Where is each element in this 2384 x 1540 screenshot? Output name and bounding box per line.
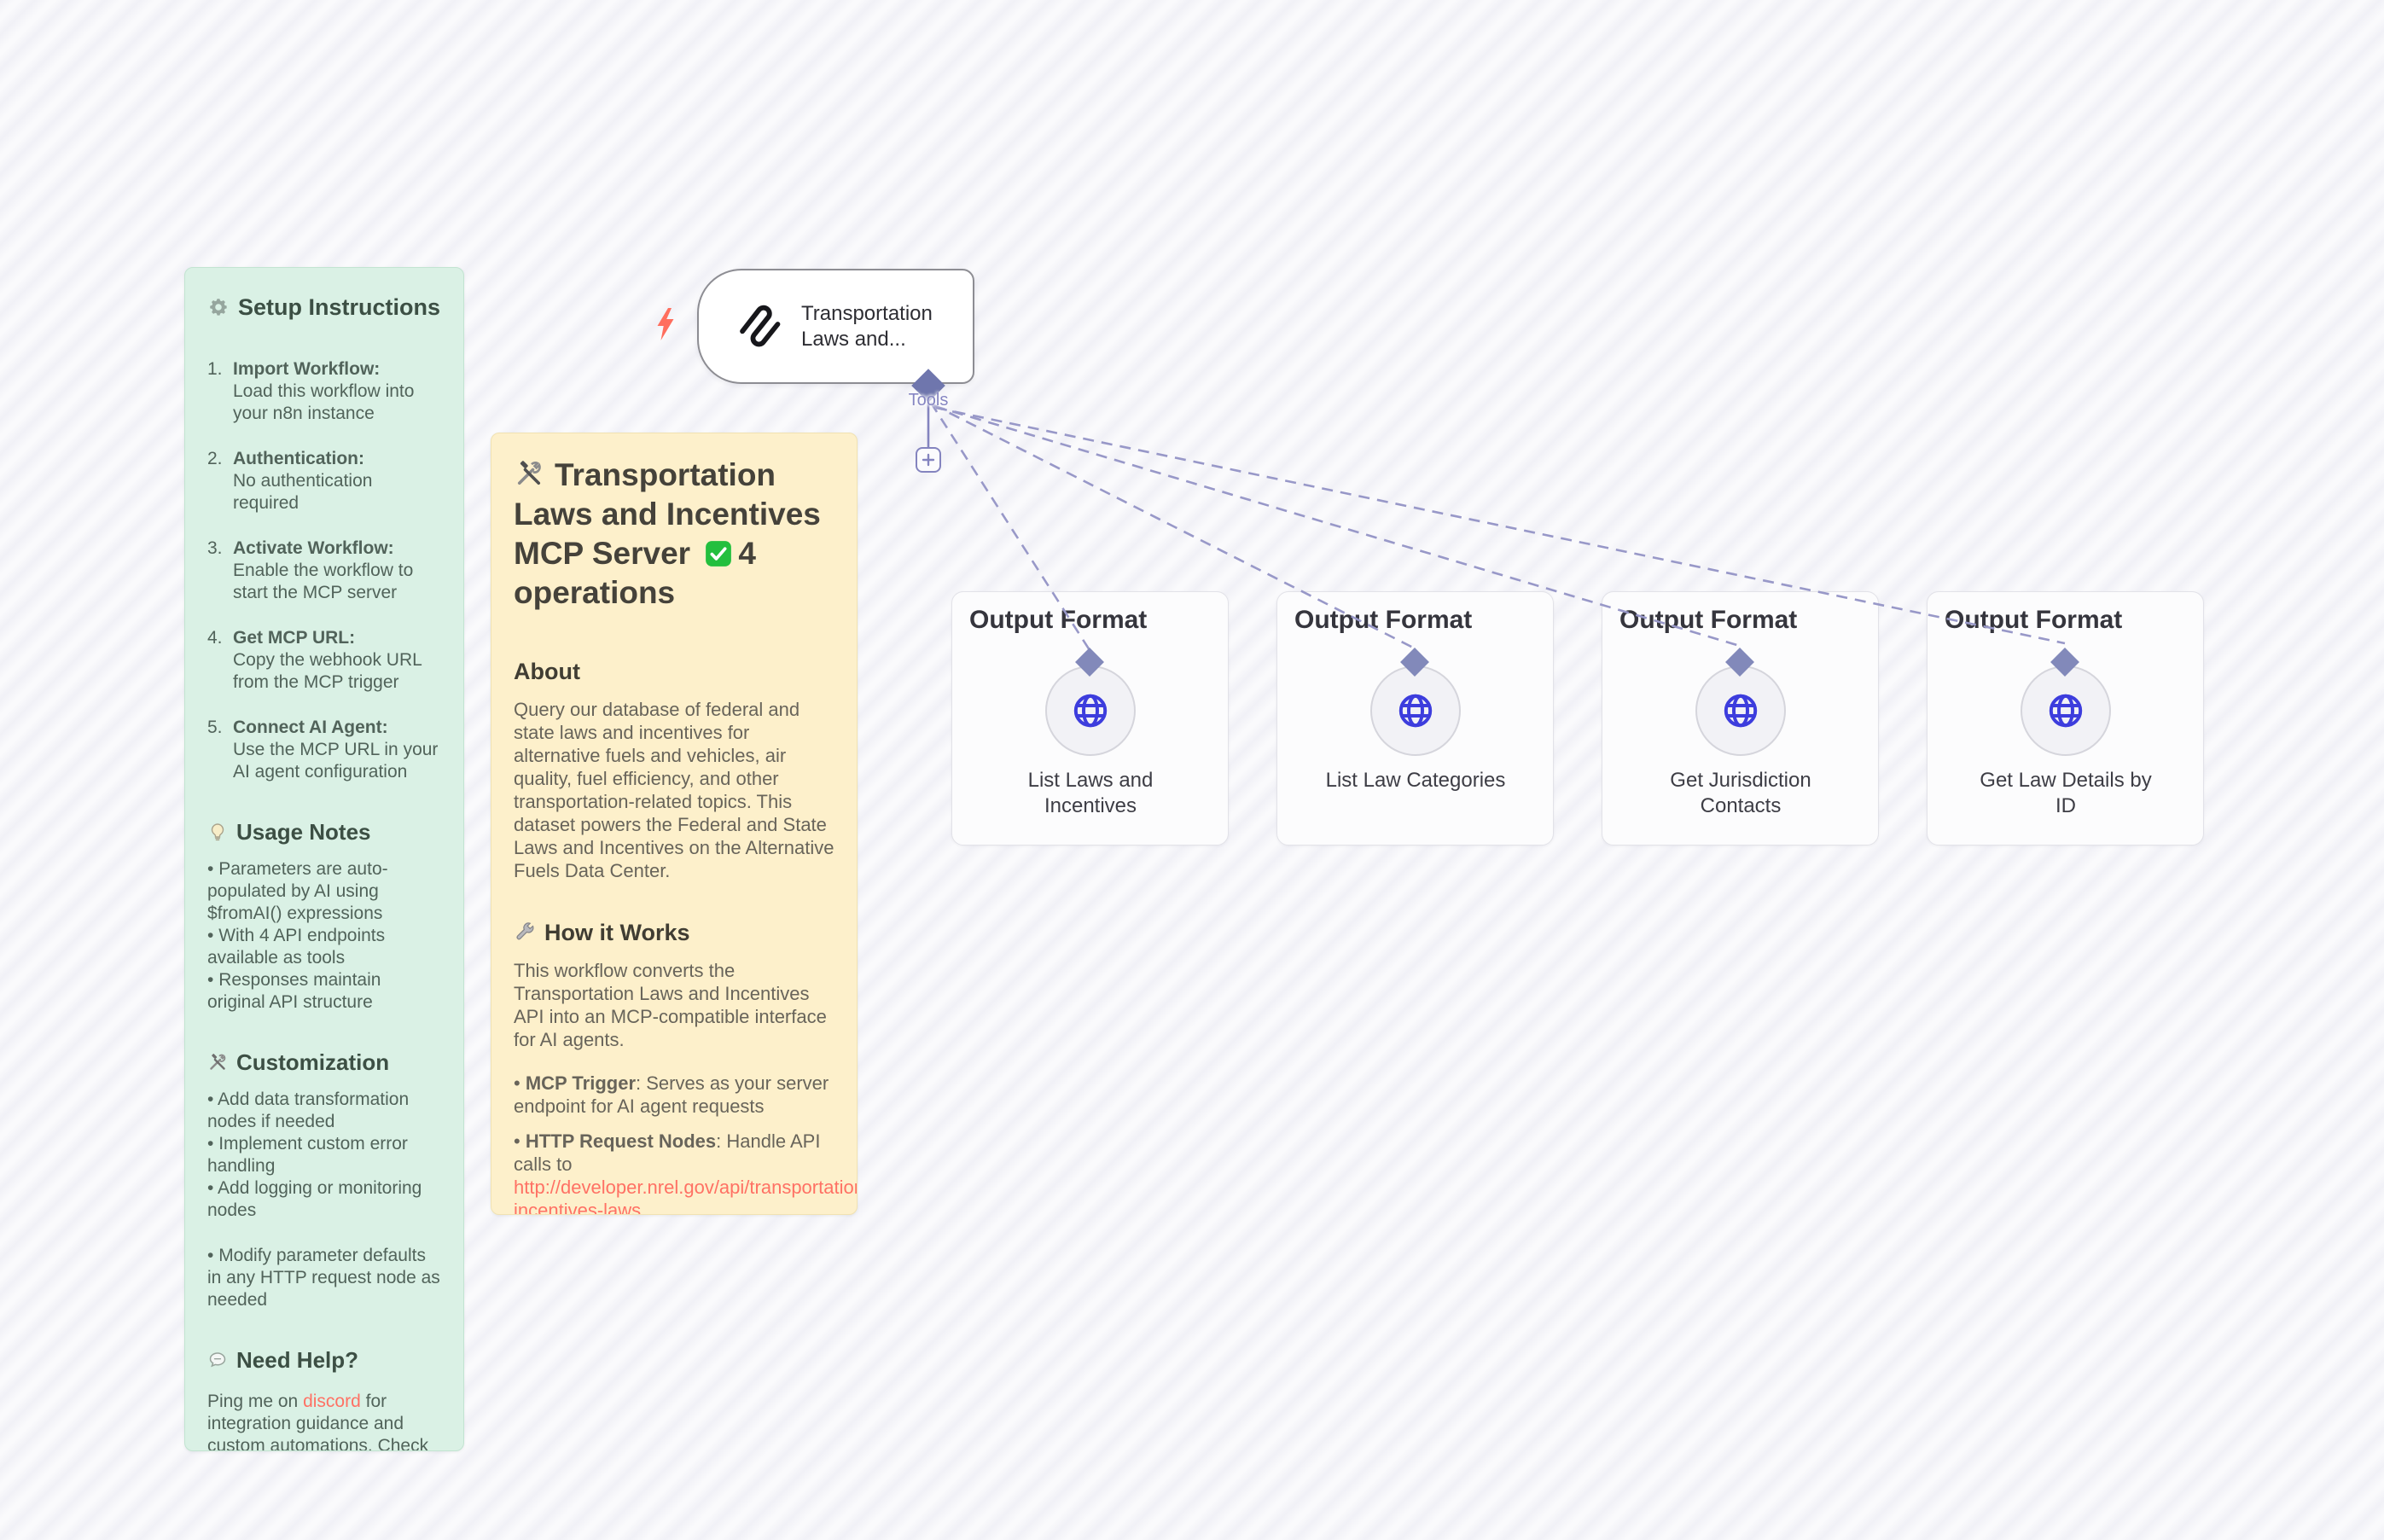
globe-icon [1073, 694, 1108, 728]
globe-icon [1398, 694, 1433, 728]
output-node-label: Get Law Details by ID [1980, 769, 2152, 817]
overview-note[interactable]: Transportation Laws and Incentives MCP S… [491, 433, 858, 1215]
trigger-node-label: Transportation Laws and... [801, 301, 933, 351]
output-node-list-categories[interactable]: Output Format List Law Categories [1276, 591, 1554, 846]
output-card-heading: Output Format [1619, 606, 1798, 634]
usage-bullet: Parameters are auto-populated by AI usin… [207, 858, 441, 925]
setup-instructions-note[interactable]: Setup Instructions 1. Import Workflow: L… [184, 267, 464, 1451]
setup-note-title: Setup Instructions [207, 293, 441, 321]
lightbulb-icon [207, 822, 228, 842]
overview-note-title: Transportation Laws and Incentives MCP S… [514, 457, 821, 610]
output-card-heading: Output Format [969, 606, 1148, 634]
setup-step-1: 1. Import Workflow: Load this workflow i… [207, 359, 415, 423]
usage-bullet: With 4 API endpoints available as tools [207, 925, 441, 969]
output-node-law-details[interactable]: Output Format Get Law Details by ID [1927, 591, 2204, 846]
setup-step-5: 5. Connect AI Agent: Use the MCP URL in … [207, 718, 439, 782]
setup-note-title-text: Setup Instructions [238, 294, 441, 320]
nrel-api-link[interactable]: http://developer.nrel.gov/api/transporta… [514, 1177, 858, 1215]
tools-port-label: Tools [908, 391, 949, 410]
customization-heading: Customization [207, 1049, 441, 1075]
gear-icon [207, 296, 230, 318]
globe-icon [1724, 694, 1758, 728]
add-tool-button[interactable] [916, 447, 941, 473]
http-tool-node[interactable] [2021, 665, 2111, 756]
usage-bullet: Responses maintain original API structur… [207, 969, 441, 1014]
hiw-bullet-mcp-trigger: MCP Trigger: Serves as your server endpo… [514, 1072, 834, 1118]
usage-notes-heading: Usage Notes [207, 819, 441, 845]
output-node-jurisdiction-contacts[interactable]: Output Format Get Jurisdiction Contacts [1602, 591, 1879, 846]
speech-balloon-icon [207, 1350, 228, 1370]
wrench-icon [514, 921, 536, 944]
customization-bullet: Add logging or monitoring nodes [207, 1177, 441, 1222]
customization-bullet: Implement custom error handling [207, 1133, 441, 1177]
about-text: Query our database of federal and state … [514, 699, 834, 881]
globe-icon [2049, 694, 2083, 728]
output-node-label: List Laws and Incentives [1027, 769, 1154, 817]
trigger-bolt-icon [655, 307, 676, 346]
hammer-wrench-icon [514, 458, 544, 489]
output-node-label: List Law Categories [1325, 769, 1506, 792]
customization-bullet: Modify parameter defaults in any HTTP re… [207, 1245, 441, 1311]
discord-link[interactable]: discord [303, 1392, 361, 1411]
mcp-logo-icon [733, 299, 782, 353]
hiw-bullet-http-request: HTTP Request Nodes: Handle API calls to … [514, 1130, 857, 1214]
setup-step-3: 3. Activate Workflow: Enable the workflo… [207, 538, 414, 602]
http-tool-node[interactable] [1370, 665, 1461, 756]
setup-step-4: 4. Get MCP URL: Copy the webhook URL fro… [207, 628, 422, 692]
output-node-list-laws[interactable]: Output Format List Laws and Incentives [951, 591, 1229, 846]
output-card-heading: Output Format [1294, 606, 1473, 634]
about-heading: About [514, 659, 580, 684]
http-tool-node[interactable] [1695, 665, 1786, 756]
plus-icon [922, 453, 935, 467]
how-it-works-intro: This workflow converts the Transportatio… [514, 960, 827, 1050]
customization-bullet: Add data transformation nodes if needed [207, 1089, 441, 1133]
mcp-trigger-node[interactable]: Transportation Laws and... [697, 269, 974, 384]
output-node-label: Get Jurisdiction Contacts [1670, 769, 1811, 817]
how-it-works-heading: How it Works [514, 920, 834, 945]
http-tool-node[interactable] [1045, 665, 1136, 756]
check-mark-icon [704, 539, 733, 568]
need-help-paragraph: Ping me on discord for integration guida… [207, 1392, 429, 1451]
hammer-wrench-icon [207, 1052, 228, 1072]
output-card-heading: Output Format [1945, 606, 2123, 634]
setup-step-2: 2. Authentication: No authentication req… [207, 449, 373, 513]
need-help-heading: Need Help? [207, 1347, 441, 1373]
